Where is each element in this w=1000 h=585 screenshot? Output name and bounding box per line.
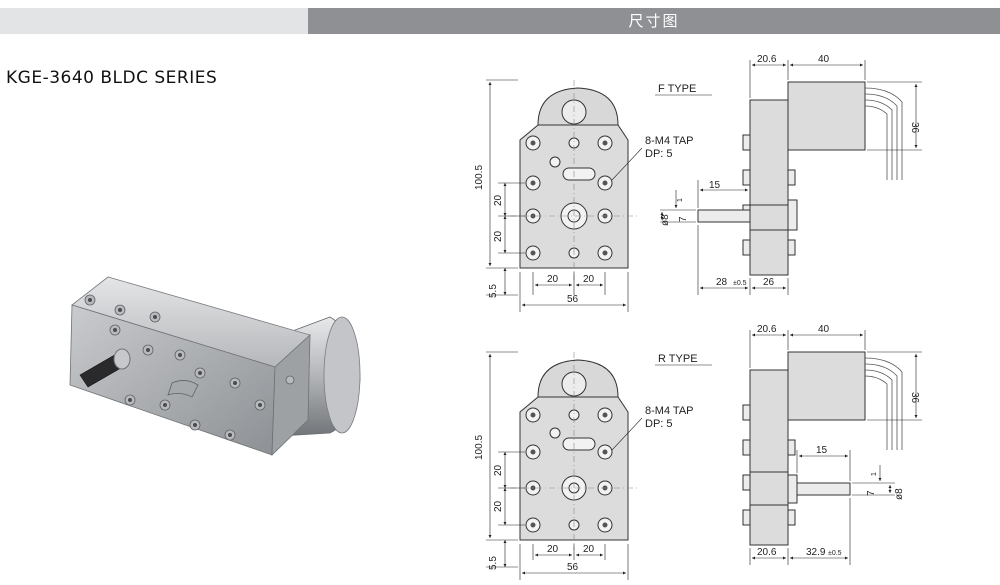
f-dim-hole-x1: 20: [547, 274, 559, 285]
f-dim-motor-len: 40: [818, 54, 830, 65]
f-dim-key: 1: [677, 198, 684, 202]
f-dim-hole-x2: 20: [583, 274, 595, 285]
r-dim-shaft-len: 15: [816, 445, 828, 456]
f-dim-bottom: 5.5: [488, 284, 499, 298]
series-title: KGE-3640 BLDC SERIES: [6, 68, 218, 88]
r-dim-hole-x2: 20: [583, 544, 595, 555]
r-dim-hole-x1: 20: [547, 544, 559, 555]
r-tap-depth: DP: 5: [645, 418, 673, 430]
r-type-front-view: [510, 352, 640, 550]
r-dim-shaft-tol: ±0.5: [828, 550, 842, 557]
r-dim-gear-thick: 20.6: [757, 324, 777, 335]
f-dim-height: 100.5: [474, 165, 485, 190]
r-dim-width: 56: [567, 562, 579, 573]
r-dim-shaft-pos: 32.9: [806, 547, 826, 558]
f-tap-depth: DP: 5: [645, 148, 673, 160]
r-dim-pitch-a: 20: [493, 464, 504, 476]
r-type-side-view: [742, 351, 903, 546]
f-tap-label: 8-M4 TAP: [645, 135, 694, 147]
r-dim-bottom: 5.5: [488, 556, 499, 570]
f-dim-pitch-b: 20: [493, 230, 504, 242]
r-tap-label: 8-M4 TAP: [645, 405, 694, 417]
f-type-front-view: [510, 80, 640, 280]
gearmotor-photo: [69, 276, 361, 456]
f-dim-shaft-dia: ø8: [660, 214, 671, 226]
r-dim-height: 100.5: [474, 435, 485, 460]
f-type-label: F TYPE: [658, 83, 696, 95]
f-dim-shaft-pos: 28: [716, 277, 728, 288]
r-type-label: R TYPE: [658, 353, 698, 365]
f-dim-flat: 7: [678, 216, 689, 222]
r-dim-motor-len: 40: [818, 324, 830, 335]
f-type-side-view: [697, 81, 903, 276]
r-dim-key: 1: [871, 472, 878, 476]
f-dim-pitch-a: 20: [493, 194, 504, 206]
dimension-drawing: 100.5 20 20 5.5 20 20 56 8-M4 TAP DP: 5 …: [474, 54, 922, 580]
f-dim-width: 56: [567, 294, 579, 305]
r-dim-shaft-dia: ø8: [894, 488, 905, 500]
f-dim-motor-dia: 36: [909, 122, 920, 134]
f-dim-gear-thick: 20.6: [757, 54, 777, 65]
header-bar-left: [0, 8, 308, 34]
f-dim-shaft-tol: ±0.5: [733, 280, 747, 287]
r-dim-motor-dia: 36: [909, 392, 920, 404]
r-dim-pitch-b: 20: [493, 500, 504, 512]
section-title: 尺寸图: [308, 8, 1000, 34]
f-dim-side-w: 26: [763, 277, 775, 288]
f-dim-shaft-len: 15: [709, 180, 721, 191]
r-dim-flat: 7: [866, 490, 877, 496]
r-dim-base-w: 20.6: [757, 547, 777, 558]
